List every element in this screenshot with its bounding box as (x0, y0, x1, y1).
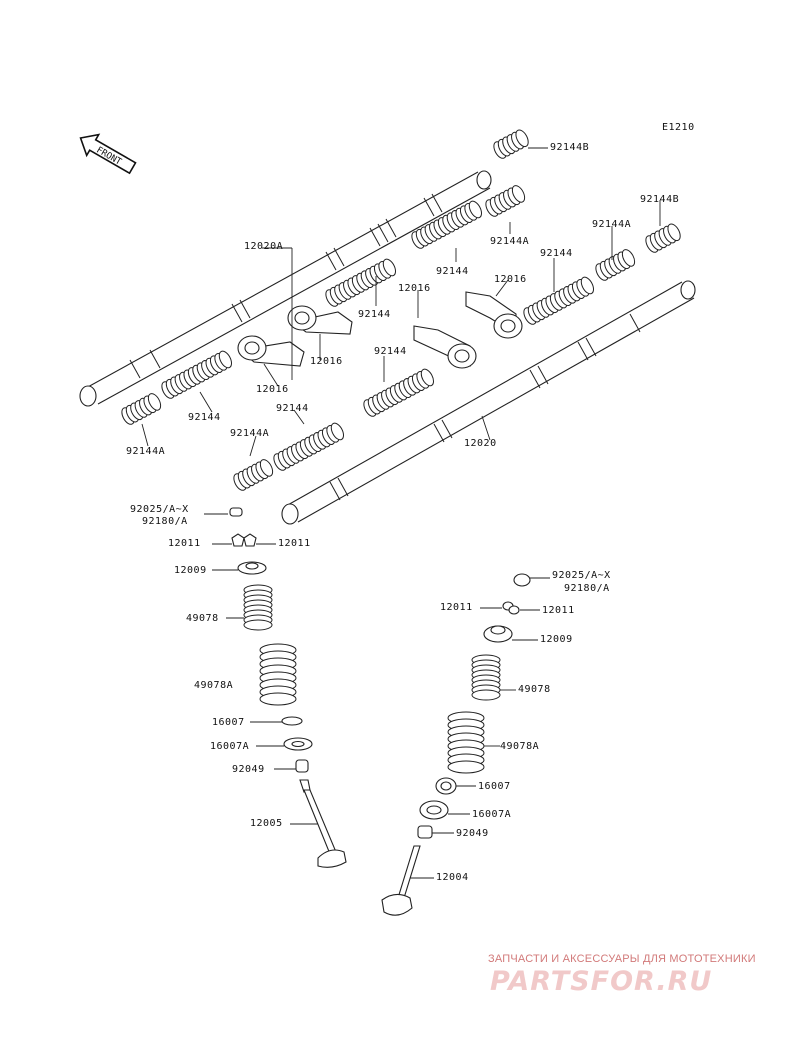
spring-92144a-right (592, 247, 638, 283)
label-12009-right[interactable]: 12009 (540, 634, 573, 645)
spring-92144-a (408, 198, 485, 251)
valve-spring-49078a-left (259, 643, 297, 706)
rocker-arm-12016-c (413, 325, 477, 369)
label-16007-right[interactable]: 16007 (478, 781, 511, 792)
label-12016-d[interactable]: 12016 (256, 384, 289, 395)
label-92144a-right[interactable]: 92144A (592, 219, 632, 230)
valve-assembly-left (229, 507, 267, 575)
label-12020[interactable]: 12020 (464, 438, 497, 449)
label-12016-a[interactable]: 12016 (398, 283, 431, 294)
label-12011-left-b[interactable]: 12011 (278, 538, 311, 549)
valve-spring-49078a-right (447, 711, 485, 774)
label-49078a-left[interactable]: 49078A (194, 680, 234, 691)
label-92180-right[interactable]: 92180/A (564, 583, 610, 594)
label-12016-b[interactable]: 12016 (494, 274, 527, 285)
label-92144-a[interactable]: 92144 (436, 266, 469, 277)
label-12005[interactable]: 12005 (250, 818, 283, 829)
camshaft-12020a (79, 170, 492, 407)
label-92049-left[interactable]: 92049 (232, 764, 265, 775)
spring-92144-e (360, 366, 437, 419)
spring-92144-d (158, 348, 235, 401)
label-16007a-left[interactable]: 16007A (210, 741, 250, 752)
spring-92144b-top (490, 127, 532, 161)
label-12011-left-a[interactable]: 12011 (168, 538, 201, 549)
keeper-12011-left-a (231, 533, 245, 547)
valve-head-12004 (381, 893, 413, 916)
seal-92049-right (417, 825, 433, 839)
label-12011-right-a[interactable]: 12011 (440, 602, 473, 613)
label-16007-left[interactable]: 16007 (212, 717, 245, 728)
label-92144a-left[interactable]: 92144A (126, 446, 166, 457)
valve-parts-right-lower (381, 777, 457, 916)
watermark-brand: PARTSFOR.RU (490, 966, 713, 997)
spring-92144-b (322, 256, 399, 309)
rocker-arm-12016-a (287, 305, 353, 335)
valve-stem-12004 (397, 845, 421, 899)
label-92025-left[interactable]: 92025/A~X (130, 504, 189, 515)
label-12016-c[interactable]: 12016 (310, 356, 343, 367)
spring-92144a-left (118, 391, 164, 427)
spring-92144a-mid (482, 183, 528, 219)
leader-lines (141, 147, 661, 879)
label-92180-left[interactable]: 92180/A (142, 516, 188, 527)
spring-92144-f (270, 420, 347, 473)
label-12009-left[interactable]: 12009 (174, 565, 207, 576)
shim-92025-right (513, 573, 531, 587)
label-92144-c[interactable]: 92144 (358, 309, 391, 320)
label-12011-right-b[interactable]: 12011 (542, 605, 575, 616)
seat-16007-left (281, 716, 303, 726)
valve-head-12005 (317, 849, 347, 868)
valve-spring-49078-right (471, 654, 501, 701)
rocker-arm-12016-b (237, 335, 305, 367)
valve-spring-49078-left (243, 584, 273, 631)
seal-92049-left (295, 759, 309, 773)
keeper-12011-left-b (243, 533, 257, 547)
camshaft-12020 (281, 280, 696, 525)
label-49078-right[interactable]: 49078 (518, 684, 551, 695)
label-49078-left[interactable]: 49078 (186, 613, 219, 624)
label-92144b-right[interactable]: 92144B (640, 194, 680, 205)
shim-92025-left (229, 507, 243, 517)
label-12004[interactable]: 12004 (436, 872, 469, 883)
label-92144-b[interactable]: 92144 (540, 248, 573, 259)
spring-92144a-low (230, 457, 276, 493)
label-92049-right[interactable]: 92049 (456, 828, 489, 839)
label-49078a-right[interactable]: 49078A (500, 741, 540, 752)
spring-92144-c (520, 274, 597, 327)
front-arrow-icon: FRONT (79, 133, 137, 175)
label-92144a-mid[interactable]: 92144A (490, 236, 530, 247)
valve-parts-left-lower (281, 716, 347, 868)
label-12020a[interactable]: 12020A (244, 241, 284, 252)
label-92144-d[interactable]: 92144 (374, 346, 407, 357)
label-92144-e[interactable]: 92144 (188, 412, 221, 423)
label-16007a-right[interactable]: 16007A (472, 809, 512, 820)
spring-92144b-right (642, 221, 684, 255)
valve-assembly-right (483, 573, 531, 643)
diagram-code: E1210 (662, 122, 695, 133)
keeper-12011-right-b (508, 605, 520, 615)
label-92144b-top[interactable]: 92144B (550, 142, 590, 153)
valve-stem-12005 (303, 789, 337, 855)
label-92025-right[interactable]: 92025/A~X (552, 570, 611, 581)
label-92144a-low[interactable]: 92144A (230, 428, 270, 439)
rocker-arm-12016-d (465, 291, 523, 339)
label-92144-f[interactable]: 92144 (276, 403, 309, 414)
watermark-tagline: ЗАПЧАСТИ И АКСЕССУАРЫ ДЛЯ МОТОТЕХНИКИ (488, 953, 756, 965)
